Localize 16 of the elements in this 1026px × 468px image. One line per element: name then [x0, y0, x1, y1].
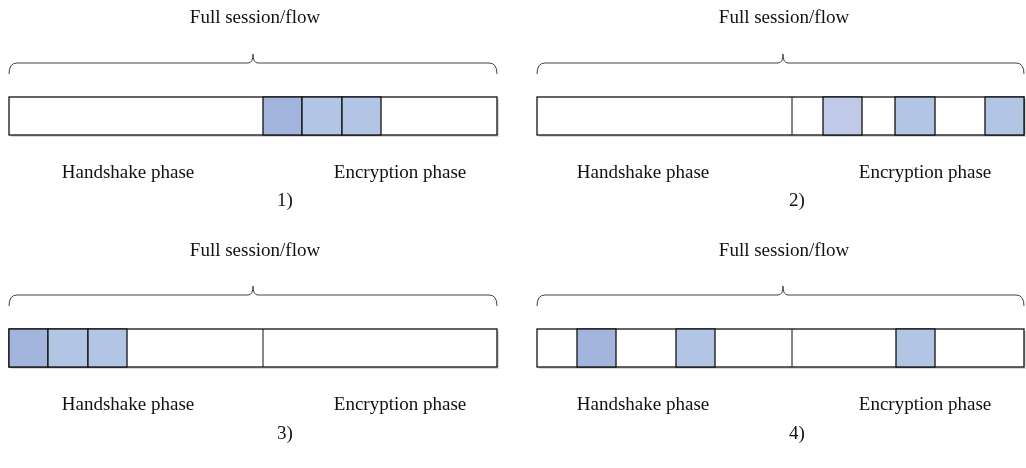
session-label: Full session/flow — [718, 6, 850, 28]
phase-label: Handshake phase — [576, 393, 710, 415]
session-label: Full session/flow — [189, 239, 321, 261]
phase-label: Handshake phase — [61, 161, 195, 183]
phase-label: Encryption phase — [333, 393, 467, 415]
session-label: Full session/flow — [189, 6, 321, 28]
phase-label: Encryption phase — [858, 161, 992, 183]
panel-number: 4) — [789, 422, 805, 444]
panel-number: 3) — [277, 422, 293, 444]
panel-number: 1) — [277, 189, 293, 211]
panel-number: 2) — [789, 189, 805, 211]
session-label: Full session/flow — [718, 239, 850, 261]
phase-label: Encryption phase — [333, 161, 467, 183]
phase-label: Handshake phase — [576, 161, 710, 183]
phase-label: Handshake phase — [61, 393, 195, 415]
phase-label: Encryption phase — [858, 393, 992, 415]
